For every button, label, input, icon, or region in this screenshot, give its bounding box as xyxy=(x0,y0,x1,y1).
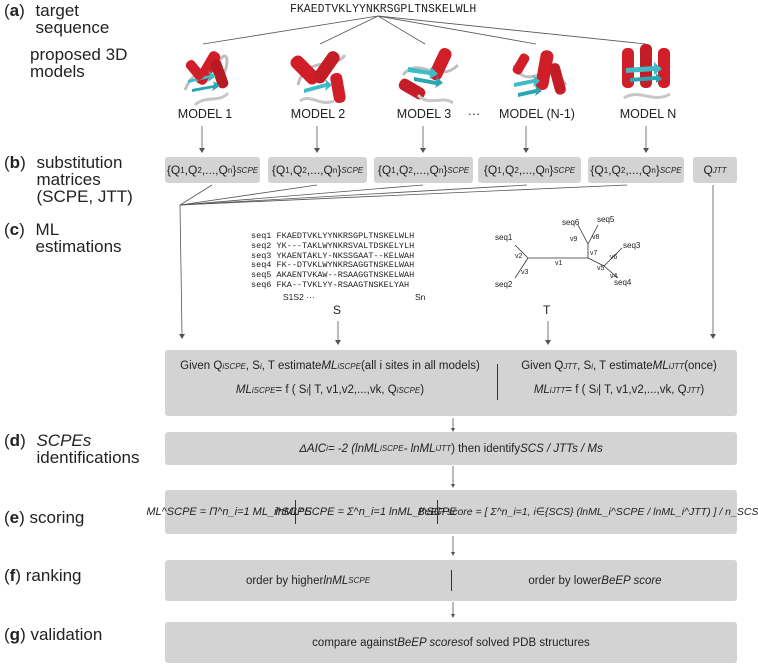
alignment-row: seq2 YK---TAKLWYNKRSVALTDSKELYLH xyxy=(251,240,415,251)
tree-leaf-seq2: seq2 xyxy=(495,280,513,289)
model-label-n: MODEL N xyxy=(619,107,677,121)
validation-box: compare against BeEP scores of solved PD… xyxy=(165,622,737,663)
alignment-row: seq6 FKA--TVKLYY-RSAAGTNSKELYAH xyxy=(251,279,410,290)
tree-leaf-seq3: seq3 xyxy=(623,241,641,250)
tree-branch-v: v7 xyxy=(590,250,598,257)
label-e: (e) scoring xyxy=(4,508,85,527)
tree-leaf-seq1: seq1 xyxy=(495,233,513,242)
tree-branch-v: v9 xyxy=(570,236,578,243)
tree-leaf-seq6: seq6 xyxy=(562,218,580,227)
tree-branch-v: v1 xyxy=(555,260,563,267)
sequence-alignment: seq1 FKAEDTVKLYYNKRSGPLTNSKELWLH seq2 YK… xyxy=(251,231,415,291)
lnml-sum-formula: lnML^SCPE = Σ^n_i=1 lnML_i^SCPE xyxy=(275,506,457,518)
label-f: (f) ranking xyxy=(4,566,82,585)
alignment-row: seq3 YKAENTAKLY-NKSSGAAT--KELWAH xyxy=(251,250,415,261)
tree-leaf-seq4: seq4 xyxy=(614,278,632,287)
label-g: (g) validation xyxy=(4,625,103,644)
scoring-box: ML^SCPE = Π^n_i=1 ML_i^SCPE lnML^SCPE = … xyxy=(146,490,758,534)
ml-product-formula: ML^SCPE = Π^n_i=1 ML_i^SCPE xyxy=(146,506,312,518)
model-label-2: MODEL 2 xyxy=(290,107,346,121)
protein-model-n-icon xyxy=(622,44,671,100)
alignment-row: seq4 FK--DTVKLWYNKRSAGGTNSKELWAH xyxy=(251,260,415,271)
tree-branch-v: v3 xyxy=(521,269,529,276)
beep-score-formula: BeEP score = [ Σ^n_i=1, i∈{SCS} (lnML_i^… xyxy=(417,506,758,518)
protein-model-n-minus-1-icon xyxy=(512,50,568,97)
tree-branch-v: v4 xyxy=(610,273,618,280)
model-label-1: MODEL 1 xyxy=(177,107,233,121)
protein-model-3-icon xyxy=(398,48,460,105)
alignment-site-n: Sn xyxy=(415,292,426,302)
model-label-n-minus-1: MODEL (N-1) xyxy=(499,107,575,121)
protein-model-1-icon xyxy=(183,51,230,107)
alignment-sites-left: S1S2 ··· xyxy=(283,292,315,302)
tree-branch-v: v8 xyxy=(592,234,600,241)
tree-leaf-seq5: seq5 xyxy=(597,215,615,224)
target-sequence: FKAEDTVKLYYNKRSGPLTNSKELWLH xyxy=(290,3,477,16)
alignment-row: seq5 AKAENTVKAW--RSAAGGTNSKELWAH xyxy=(251,270,415,281)
tree-branch-v: v6 xyxy=(610,254,618,261)
model-ellipsis: ··· xyxy=(467,107,481,121)
rank-by-beep: order by lower BeEP score xyxy=(528,574,662,587)
tree-label: T xyxy=(543,303,551,317)
model-label-3: MODEL 3 xyxy=(396,107,452,121)
connector-lines xyxy=(179,15,716,618)
protein-model-2-icon xyxy=(290,51,347,104)
alignment-row: seq1 FKAEDTVKLYYNKRSGPLTNSKELWLH xyxy=(251,231,415,241)
alignment-label: S xyxy=(333,303,342,317)
tree-branch-v: v2 xyxy=(515,253,523,260)
tree-branch-v: v5 xyxy=(597,265,605,272)
